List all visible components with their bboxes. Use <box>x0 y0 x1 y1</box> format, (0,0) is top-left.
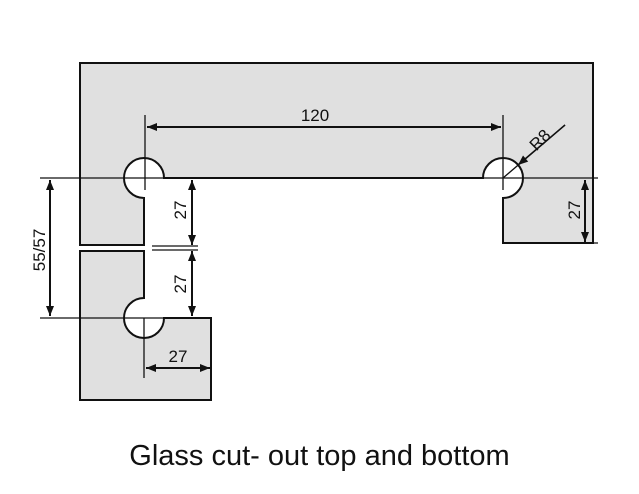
diagram-caption: Glass cut- out top and bottom <box>129 440 510 472</box>
dim-overall-height: 55/57 <box>30 229 49 272</box>
dim-upper-left-depth: 27 <box>171 201 190 220</box>
extension-lines <box>40 115 598 378</box>
top-glass-panel <box>79 62 594 246</box>
dim-lower-left-depth: 27 <box>171 275 190 294</box>
dimension-arrows <box>46 123 589 372</box>
dim-top-span: 120 <box>301 106 329 125</box>
dim-bottom-width: 27 <box>169 347 188 366</box>
bottom-glass-panel <box>79 250 212 401</box>
dim-right-depth: 27 <box>565 201 584 220</box>
